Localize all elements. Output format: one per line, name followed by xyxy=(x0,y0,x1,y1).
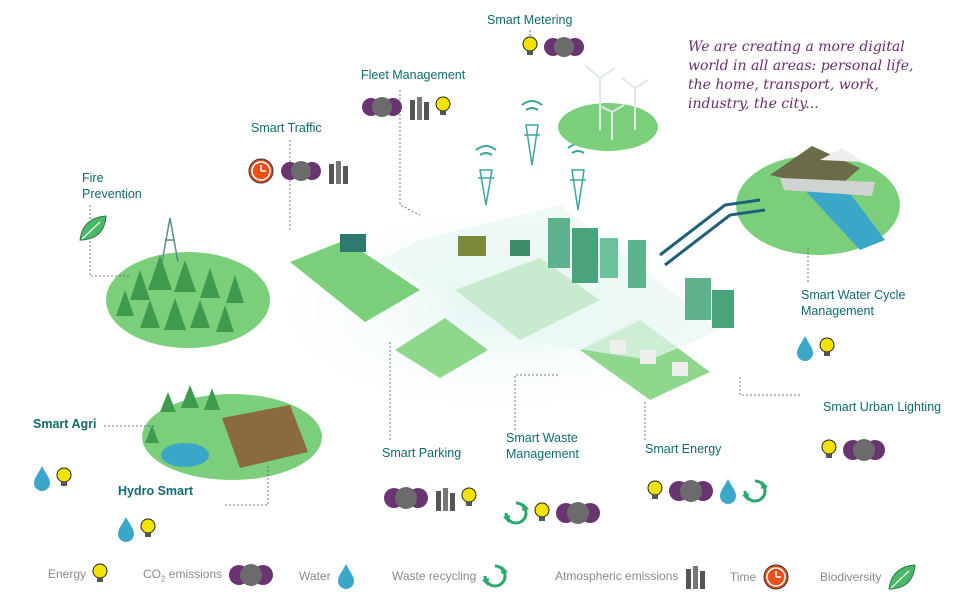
farm-field xyxy=(222,405,308,468)
legend-co2-label: CO2 emissions xyxy=(143,567,222,583)
co2-molecule-icon xyxy=(843,439,885,461)
factory-chimney-icon xyxy=(329,161,348,184)
fire-prevention-label: Fire Prevention xyxy=(82,171,142,202)
mountain-snow xyxy=(820,148,864,162)
smart-water-cycle-line-1: Smart Water Cycle xyxy=(801,288,906,302)
smart-urban-lighting-label: Smart Urban Lighting xyxy=(823,400,942,414)
lightbulb-icon xyxy=(821,439,837,458)
legend-time: Time xyxy=(730,563,790,591)
legend-co2-sub: 2 xyxy=(161,574,166,584)
smart-waste-line-1: Smart Waste xyxy=(506,431,578,445)
forest-trees xyxy=(116,255,244,332)
smart-agri-label: Smart Agri xyxy=(33,417,97,431)
smart-parking-icons xyxy=(383,485,477,511)
smart-water-cycle-line-2: Management xyxy=(801,303,874,318)
wind-turbines xyxy=(584,64,649,140)
co2-molecule-icon xyxy=(229,564,274,586)
legend-waste-label: Waste recycling xyxy=(392,569,477,583)
pylons xyxy=(478,124,586,211)
lightbulb-icon xyxy=(461,487,477,506)
smart-waste-label: Smart Waste Management xyxy=(506,431,579,462)
smart-urban-lighting-icons xyxy=(821,438,886,462)
clock-icon xyxy=(763,564,789,590)
legend-waste: Waste recycling xyxy=(392,563,509,589)
fleet-management-icons xyxy=(361,94,451,120)
smart-waste-line-2: Management xyxy=(506,446,579,461)
legend-water-label: Water xyxy=(299,569,331,583)
farm-pond xyxy=(161,443,209,467)
lightbulb-icon xyxy=(92,563,108,582)
legend-co2-prefix: CO xyxy=(143,566,161,581)
water-drop-icon xyxy=(797,336,813,361)
smart-metering-icons xyxy=(522,36,585,58)
legend-water: Water xyxy=(299,563,355,589)
smart-water-cycle-label: Smart Water Cycle Management xyxy=(801,288,905,319)
leaf-icon xyxy=(79,215,107,241)
legend-co2-suffix: emissions xyxy=(165,566,223,581)
legend-atmospheric-label: Atmospheric emissions xyxy=(555,569,679,583)
water-drop-icon xyxy=(118,517,134,542)
lightbulb-icon xyxy=(522,36,538,55)
recycle-icon xyxy=(482,564,509,588)
legend-biodiversity-label: Biodiversity xyxy=(820,570,882,584)
hydro-smart-icons xyxy=(117,516,156,542)
farm-trees xyxy=(145,385,220,443)
legend-energy-label: Energy xyxy=(48,567,87,581)
co2-molecule-icon xyxy=(544,37,584,57)
water-drop-icon xyxy=(337,564,354,589)
factory-chimney-icon xyxy=(686,566,706,589)
legend-energy: Energy xyxy=(48,563,108,585)
lightbulb-icon xyxy=(534,502,550,521)
lightbulb-icon xyxy=(647,480,663,499)
lightbulb-icon xyxy=(140,518,156,537)
co2-molecule-icon xyxy=(362,97,402,117)
recycle-icon xyxy=(742,479,768,503)
legend-biodiversity: Biodiversity xyxy=(820,563,917,591)
fire-prevention-line-1: Fire xyxy=(82,171,104,185)
water-pipes xyxy=(659,198,766,267)
smart-energy-label: Smart Energy xyxy=(645,442,722,456)
smart-metering-label: Smart Metering xyxy=(487,13,573,27)
clock-icon xyxy=(248,158,274,184)
fire-leader-line xyxy=(89,205,130,277)
fleet-management-label: Fleet Management xyxy=(361,68,466,82)
dam-wall xyxy=(780,178,875,196)
hydro-leader-line xyxy=(225,466,269,506)
smart-traffic-icons xyxy=(247,157,349,185)
smart-traffic-label: Smart Traffic xyxy=(251,121,322,135)
legend-time-label: Time xyxy=(730,570,757,584)
factory-chimney-icon xyxy=(410,97,429,120)
city-block-parking xyxy=(395,318,488,378)
legend-co2: CO2 emissions xyxy=(143,563,274,587)
co2-molecule-icon xyxy=(384,487,428,509)
fire-prevention-icons xyxy=(78,214,108,242)
water-drop-icon xyxy=(720,479,736,504)
smart-water-cycle-icons xyxy=(796,335,835,361)
lightbulb-icon xyxy=(435,96,451,115)
leaf-icon xyxy=(888,564,916,590)
city-buildings xyxy=(340,218,734,376)
dam-river xyxy=(800,180,885,250)
smart-parking-label: Smart Parking xyxy=(382,446,462,460)
lightbulb-icon xyxy=(819,337,835,356)
co2-molecule-icon xyxy=(669,480,713,502)
recycle-icon xyxy=(503,501,529,525)
factory-chimney-icon xyxy=(436,488,455,511)
smart-agri-icons xyxy=(33,465,72,491)
smart-waste-icons xyxy=(503,500,601,526)
hydro-smart-label: Hydro Smart xyxy=(118,484,194,498)
co2-molecule-icon xyxy=(281,161,321,181)
wind-island xyxy=(558,103,658,151)
city-block-west xyxy=(290,240,420,322)
smart-energy-icons xyxy=(647,478,768,504)
lightbulb-icon xyxy=(56,467,72,486)
water-drop-icon xyxy=(34,466,50,491)
headline-text: We are creating a more digital world in … xyxy=(688,39,914,112)
legend-atmospheric: Atmospheric emissions xyxy=(555,563,706,589)
cell-tower xyxy=(161,217,179,263)
fire-prevention-line-2: Prevention xyxy=(82,186,142,201)
co2-molecule-icon xyxy=(556,502,600,524)
